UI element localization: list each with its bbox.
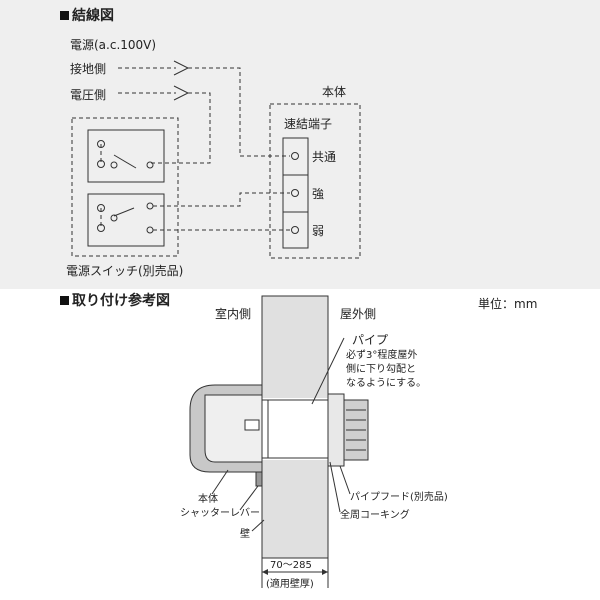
switch-upper-block xyxy=(87,129,165,183)
terminal-common-icon xyxy=(291,152,299,160)
switch-upper-contacts xyxy=(97,140,154,169)
shutter-lever xyxy=(255,471,263,487)
terminal-weak-icon xyxy=(291,226,299,234)
unit-note: 単位：mm xyxy=(478,296,537,311)
body-label: 本体 xyxy=(198,492,218,505)
pipe-note-line-3: なるようにする。 xyxy=(346,377,426,389)
ground-wire xyxy=(188,67,290,157)
ground-arrow-icon xyxy=(118,60,190,76)
power-switch-box xyxy=(71,117,179,257)
pipe-note-line-2: 側に下り勾配と xyxy=(346,362,416,375)
terminal-strong-icon xyxy=(291,189,299,197)
switch-lower-block xyxy=(87,193,165,247)
voltage-wire xyxy=(150,92,211,164)
dimension-note: (適用壁厚) xyxy=(266,577,314,590)
strong-wire xyxy=(153,192,290,207)
wall-thickness-dimension xyxy=(261,558,329,588)
section-marker-install xyxy=(60,296,69,305)
terminal-common-label: 共通 xyxy=(312,150,336,164)
indoor-label: 室内側 xyxy=(215,306,251,321)
shutter-lever-label: シャッターレバー xyxy=(180,507,260,519)
voltage-side-label: 電圧側 xyxy=(70,88,106,102)
pipe-hood xyxy=(327,393,369,467)
terminal-strong-label: 強 xyxy=(312,187,324,201)
pipe-leader xyxy=(311,337,345,405)
voltage-arrow-icon xyxy=(118,85,190,101)
unit-body xyxy=(189,384,268,473)
power-label: 電源(a.c.100V) xyxy=(70,38,156,52)
pipe-hood-label: パイプフード(別売品) xyxy=(350,490,448,503)
pipe xyxy=(267,399,329,459)
unit-body-label: 本体 xyxy=(322,85,346,99)
switch-label: 電源スイッチ(別売品) xyxy=(66,263,183,278)
pipe-label: パイプ xyxy=(352,333,388,347)
dimension-value: 70～285 xyxy=(270,560,312,571)
ground-side-label: 接地側 xyxy=(70,61,106,76)
wiring-title: 結線図 xyxy=(72,7,114,24)
install-title: 取り付け参考図 xyxy=(72,292,170,309)
pipe-note-line-1: 必ず3°程度屋外 xyxy=(346,348,417,361)
terminal-block xyxy=(282,137,309,249)
outdoor-label: 屋外側 xyxy=(340,307,376,321)
unit-body-box xyxy=(269,103,361,259)
quick-terminal-label: 速結端子 xyxy=(284,117,332,131)
section-marker-wiring xyxy=(60,11,69,20)
caulking-label: 全周コーキング xyxy=(340,508,410,521)
terminal-weak-label: 弱 xyxy=(312,224,324,238)
wiring-panel-background xyxy=(0,0,600,289)
switch-lower-contacts xyxy=(97,202,154,234)
wall-label: 壁 xyxy=(240,527,250,540)
